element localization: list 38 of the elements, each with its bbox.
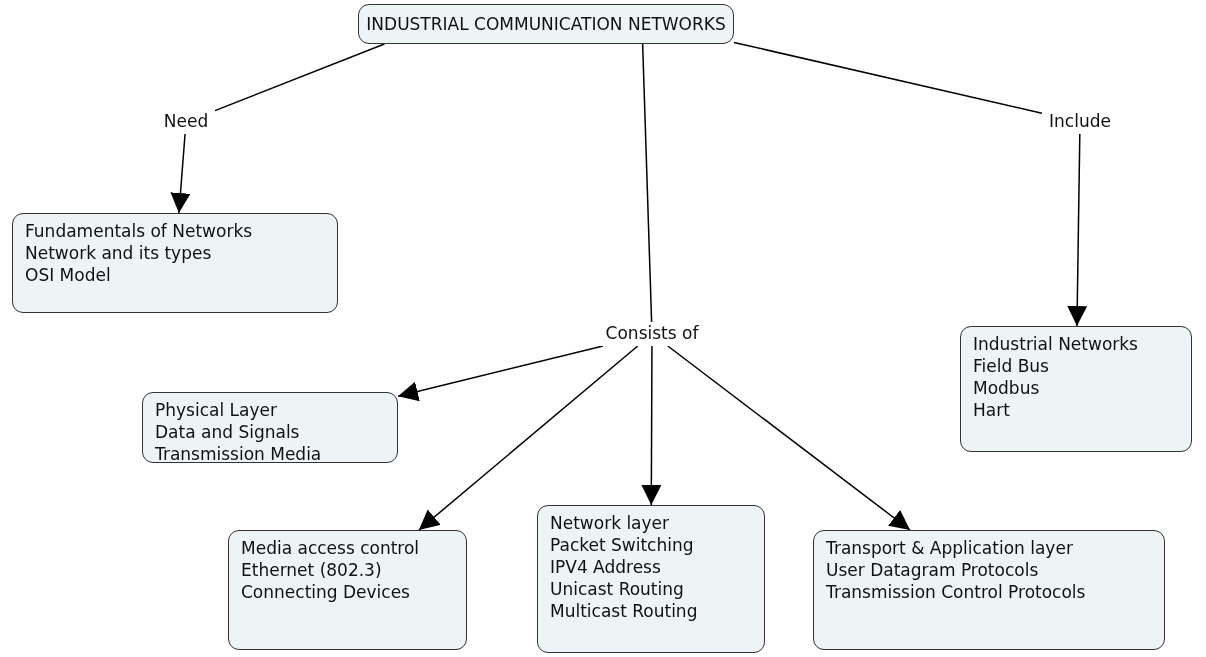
concept-text: Network layer	[550, 512, 671, 534]
concept-text: Connecting Devices	[241, 581, 411, 603]
concept-text: OSI Model	[25, 264, 112, 286]
concept-text: Packet Switching	[550, 534, 695, 556]
concept-text: Unicast Routing	[550, 578, 685, 600]
arrow	[418, 345, 639, 531]
concept-text: Transmission Media	[155, 443, 323, 465]
concept-text: Media access control	[241, 537, 421, 559]
concept-box	[12, 213, 338, 313]
arrow	[641, 345, 662, 506]
concept-text: Transmission Control Protocols	[826, 581, 1087, 603]
arrow	[397, 345, 604, 402]
connector-line	[214, 43, 386, 112]
concept-text: IPV4 Address	[550, 556, 662, 578]
concept-text: Hart	[973, 399, 1011, 421]
concept-text: Physical Layer	[155, 399, 278, 421]
concept-box	[960, 326, 1192, 452]
concept-text: Fundamentals of Networks	[25, 220, 254, 242]
concept-text: Network and its types	[25, 242, 213, 264]
arrow	[667, 345, 911, 531]
concept-text: Transport & Application layer	[826, 537, 1074, 559]
concept-box	[228, 530, 467, 650]
concept-box	[142, 392, 398, 463]
concept-text: Ethernet (802.3)	[241, 559, 383, 581]
concept-box	[537, 505, 765, 653]
arrow	[1067, 133, 1088, 327]
concept-text: Field Bus	[973, 355, 1050, 377]
arrow	[170, 133, 191, 214]
concept-text: Multicast Routing	[550, 600, 699, 622]
concept-text: Modbus	[973, 377, 1041, 399]
concept-text: Industrial Networks	[973, 333, 1139, 355]
concept-box	[358, 4, 734, 44]
concept-text: Data and Signals	[155, 421, 301, 443]
connector-line	[641, 43, 653, 323]
connector-line	[733, 41, 1043, 114]
concept-text: INDUSTRIAL COMMUNICATION NETWORKS	[366, 13, 726, 35]
concept-text: User Datagram Protocols	[826, 559, 1040, 581]
concept-box	[813, 530, 1165, 650]
